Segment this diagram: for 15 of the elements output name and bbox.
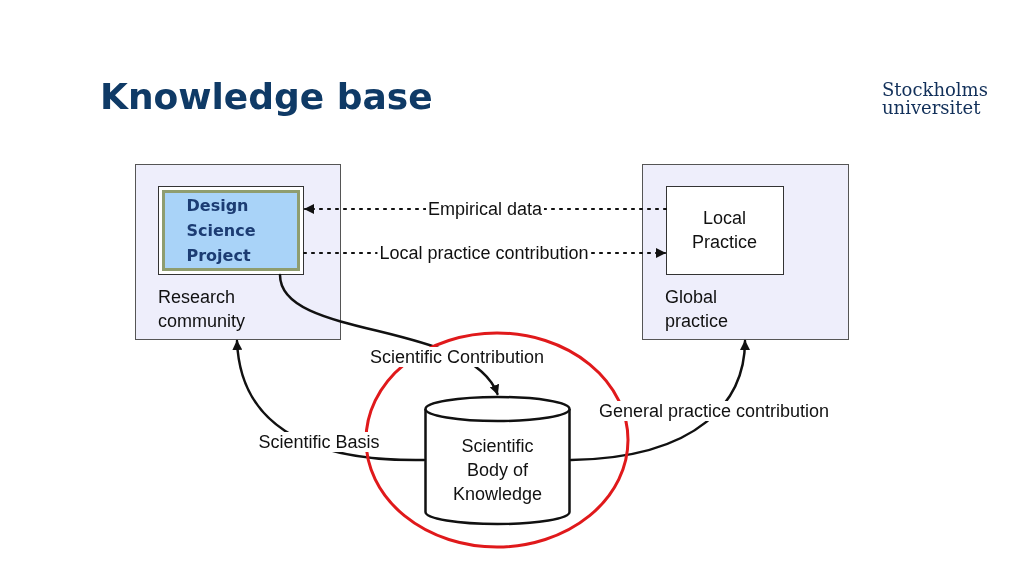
database-label: Scientific Body of Knowledge xyxy=(451,434,544,506)
institution-name: Stockholms universitet xyxy=(882,81,989,117)
box-label: Design Science Project xyxy=(186,194,257,267)
group-box xyxy=(642,164,849,340)
process-box xyxy=(665,185,784,275)
box-label: Local Practice xyxy=(691,207,758,254)
group-label: Global practice xyxy=(665,286,730,333)
edge-label: Local practice contribution xyxy=(377,243,591,263)
arrow xyxy=(569,339,750,462)
edge-label: Scientific Basis xyxy=(256,432,382,452)
process-box xyxy=(157,185,304,275)
group-box xyxy=(135,164,341,340)
title: Knowledge base xyxy=(100,76,433,117)
group-label: Research community xyxy=(158,286,247,333)
edge-label: Empirical data xyxy=(426,199,544,219)
